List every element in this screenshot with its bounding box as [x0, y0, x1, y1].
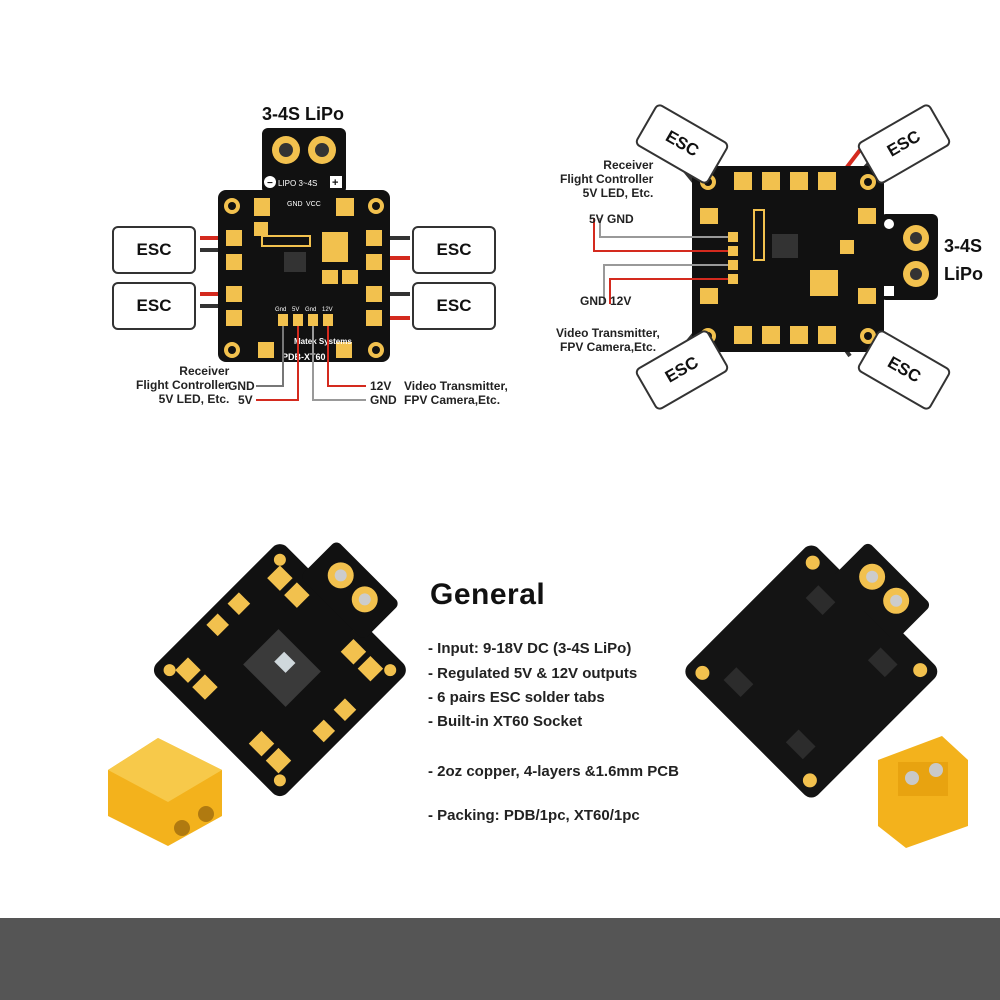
video-label-right: Video Transmitter, FPV Camera,Etc.: [556, 326, 660, 354]
left-board-svg: LIPO 3~4S + − GND VCC Gnd: [200, 128, 410, 401]
board-pad-gnd2: Gnd: [305, 307, 316, 313]
gnd12v-label-right: GND 12V: [580, 294, 632, 308]
board-vcc: VCC: [306, 201, 321, 208]
receiver-label-right: Receiver Flight Controller 5V LED, Etc.: [560, 158, 654, 200]
board-pad-12v: 12V: [322, 307, 333, 313]
v5-label-left: 5V: [238, 393, 253, 407]
xt60-connector-right: [878, 736, 968, 848]
esc-box-left-1: ESC: [112, 226, 196, 274]
v5gnd-label-right: 5V GND: [589, 212, 634, 226]
board-name: PDB-XT60: [282, 352, 326, 362]
svg-text:+: +: [332, 177, 338, 189]
pdb-front-photo: [153, 542, 406, 797]
esc-box-left-2: ESC: [112, 282, 196, 330]
svg-text:−: −: [267, 178, 273, 189]
spec-esc-tabs: - 6 pairs ESC solder tabs: [428, 689, 605, 706]
spec-pcb: - 2oz copper, 4-layers &1.6mm PCB: [428, 763, 679, 780]
lipo-label-left: 3-4S LiPo: [262, 104, 345, 124]
spec-outputs: - Regulated 5V & 12V outputs: [428, 665, 638, 682]
board-brand: Matek Systems: [294, 337, 352, 346]
v12-label-left: 12V: [370, 379, 392, 393]
pdb-back-photo: [685, 543, 938, 798]
board-pad-5v: 5V: [292, 307, 299, 313]
board-lipo-text: LIPO 3~4S: [278, 179, 317, 188]
xt60-connector-left: [108, 738, 222, 846]
lipo-label-right: 3-4S LiPo: [944, 236, 983, 284]
esc-box-left-4: ESC: [412, 282, 496, 330]
video-label-left: Video Transmitter, FPV Camera,Etc.: [404, 379, 508, 407]
spec-input: - Input: 9-18V DC (3-4S LiPo): [428, 640, 632, 657]
board-gnd: GND: [287, 201, 303, 208]
receiver-label-left: Receiver Flight Controller 5V LED, Etc.: [136, 364, 230, 406]
spec-packing: - Packing: PDB/1pc, XT60/1pc: [428, 807, 640, 824]
esc-box-left-3: ESC: [412, 226, 496, 274]
board-pad-gnd: Gnd: [275, 307, 286, 313]
gnd2-label-left: GND: [370, 393, 397, 407]
general-title: General: [430, 578, 546, 611]
gnd-label-left: GND: [228, 379, 255, 393]
spec-xt60: - Built-in XT60 Socket: [428, 713, 583, 730]
bottom-bar: [0, 918, 1000, 1000]
